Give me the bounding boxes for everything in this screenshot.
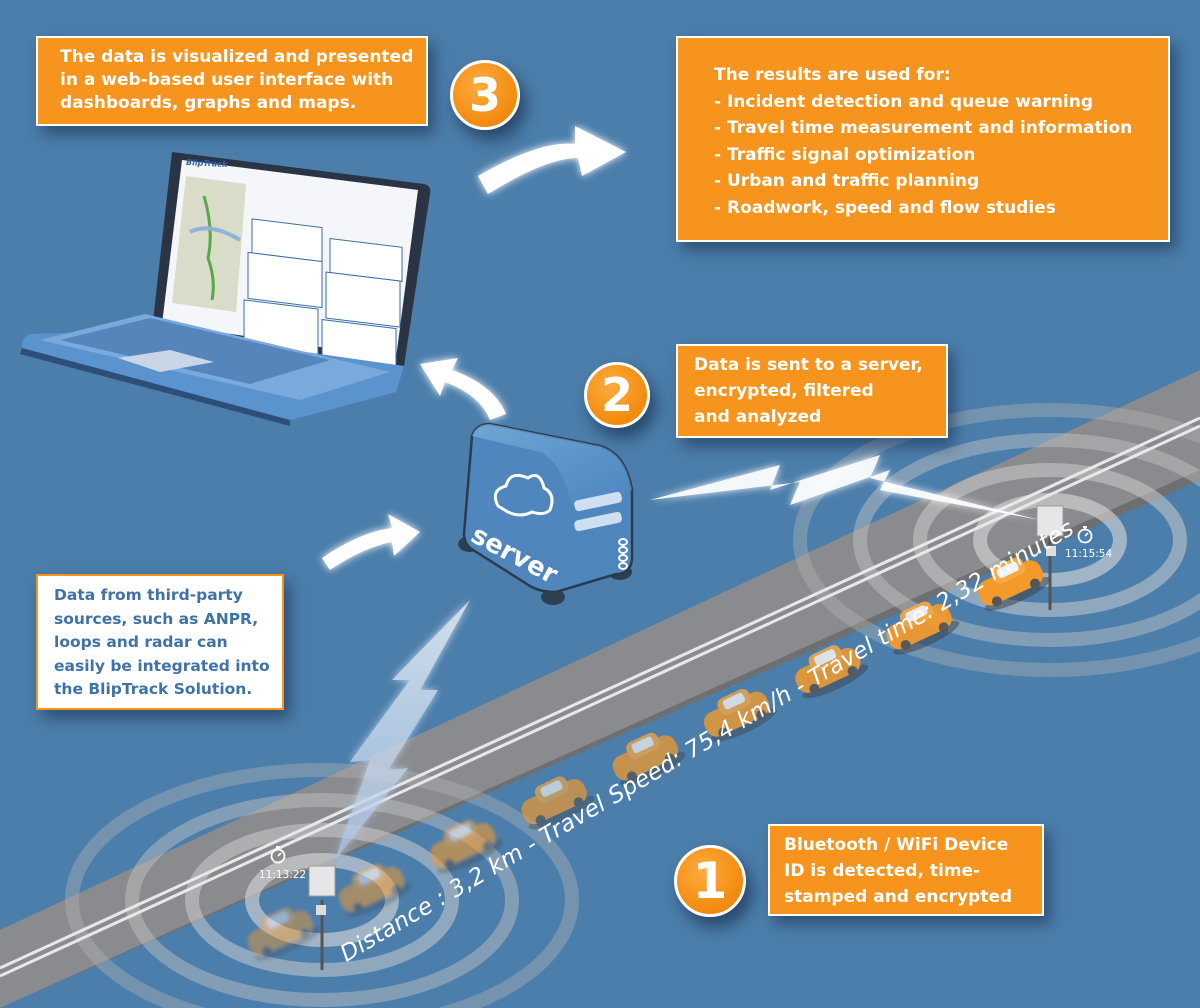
results-heading: The results are used for: — [714, 65, 951, 85]
step-3-badge: 3 — [450, 60, 520, 130]
results-item: - Incident detection and queue warning — [714, 91, 1094, 112]
stopwatch-icon — [270, 846, 286, 864]
sensor-start — [308, 865, 336, 970]
car — [795, 645, 869, 699]
step-1-line: Bluetooth / WiFi Device — [784, 835, 1009, 855]
step-2-line: Data is sent to a server, — [694, 355, 923, 375]
lane-line — [0, 416, 1200, 970]
car — [612, 732, 686, 786]
car — [703, 688, 777, 742]
step-1-line: ID is detected, time- — [784, 861, 981, 881]
third-party-line: Data from third-party — [54, 586, 243, 604]
results-item: - Traffic signal optimization — [714, 144, 976, 165]
lightning-bolt-sensor-to-server — [335, 600, 470, 860]
third-party-line: the BlipTrack Solution. — [54, 680, 253, 698]
car — [977, 557, 1051, 611]
timestamp-end: 11:15:54 — [1065, 548, 1113, 560]
third-party-line: easily be integrated into — [54, 656, 270, 675]
car — [430, 820, 504, 874]
car — [338, 863, 412, 917]
car — [521, 776, 595, 830]
step-3-line: in a web-based user interface with — [60, 70, 394, 90]
step-3-box: The data is visualized and presented in … — [36, 36, 428, 126]
results-item: - Urban and traffic planning — [714, 171, 980, 191]
third-party-line: loops and radar can — [54, 633, 228, 651]
results-box: The results are used for: - Incident det… — [676, 36, 1170, 242]
server-illustration — [458, 422, 634, 605]
third-party-box: Data from third-party sources, such as A… — [36, 574, 284, 710]
step-3-line: The data is visualized and presented — [60, 47, 414, 67]
step-2-line: encrypted, filtered — [694, 381, 874, 401]
results-item: - Travel time measurement and informatio… — [714, 118, 1133, 138]
step-2-badge: 2 — [584, 362, 650, 428]
step-1-badge: 1 — [674, 845, 746, 917]
step-1-box: Bluetooth / WiFi Device ID is detected, … — [768, 824, 1044, 916]
step-1-line: stamped and encrypted — [784, 887, 1013, 907]
step-2-line: and analyzed — [694, 407, 822, 427]
step-2-box: Data is sent to a server, encrypted, fil… — [676, 344, 948, 438]
car — [247, 907, 321, 961]
car — [886, 601, 960, 655]
results-item: - Roadwork, speed and flow studies — [714, 197, 1056, 218]
lightning-bolt-server-to-sensor — [650, 455, 1040, 520]
arrow-to-results — [478, 126, 626, 194]
laptop-illustration — [20, 152, 431, 426]
third-party-line: sources, such as ANPR, — [54, 609, 259, 628]
stopwatch-icon — [1077, 526, 1093, 544]
timestamp-start: 11:13:22 — [259, 869, 307, 881]
step-3-line: dashboards, graphs and maps. — [60, 93, 357, 113]
lane-line — [0, 424, 1200, 978]
cloud-icon — [493, 473, 554, 517]
arrow-third-party-to-server — [322, 514, 420, 570]
arrow-server-to-laptop — [420, 358, 506, 420]
sensor-end — [1036, 505, 1064, 610]
cars — [247, 557, 1051, 961]
road — [0, 370, 1200, 1008]
